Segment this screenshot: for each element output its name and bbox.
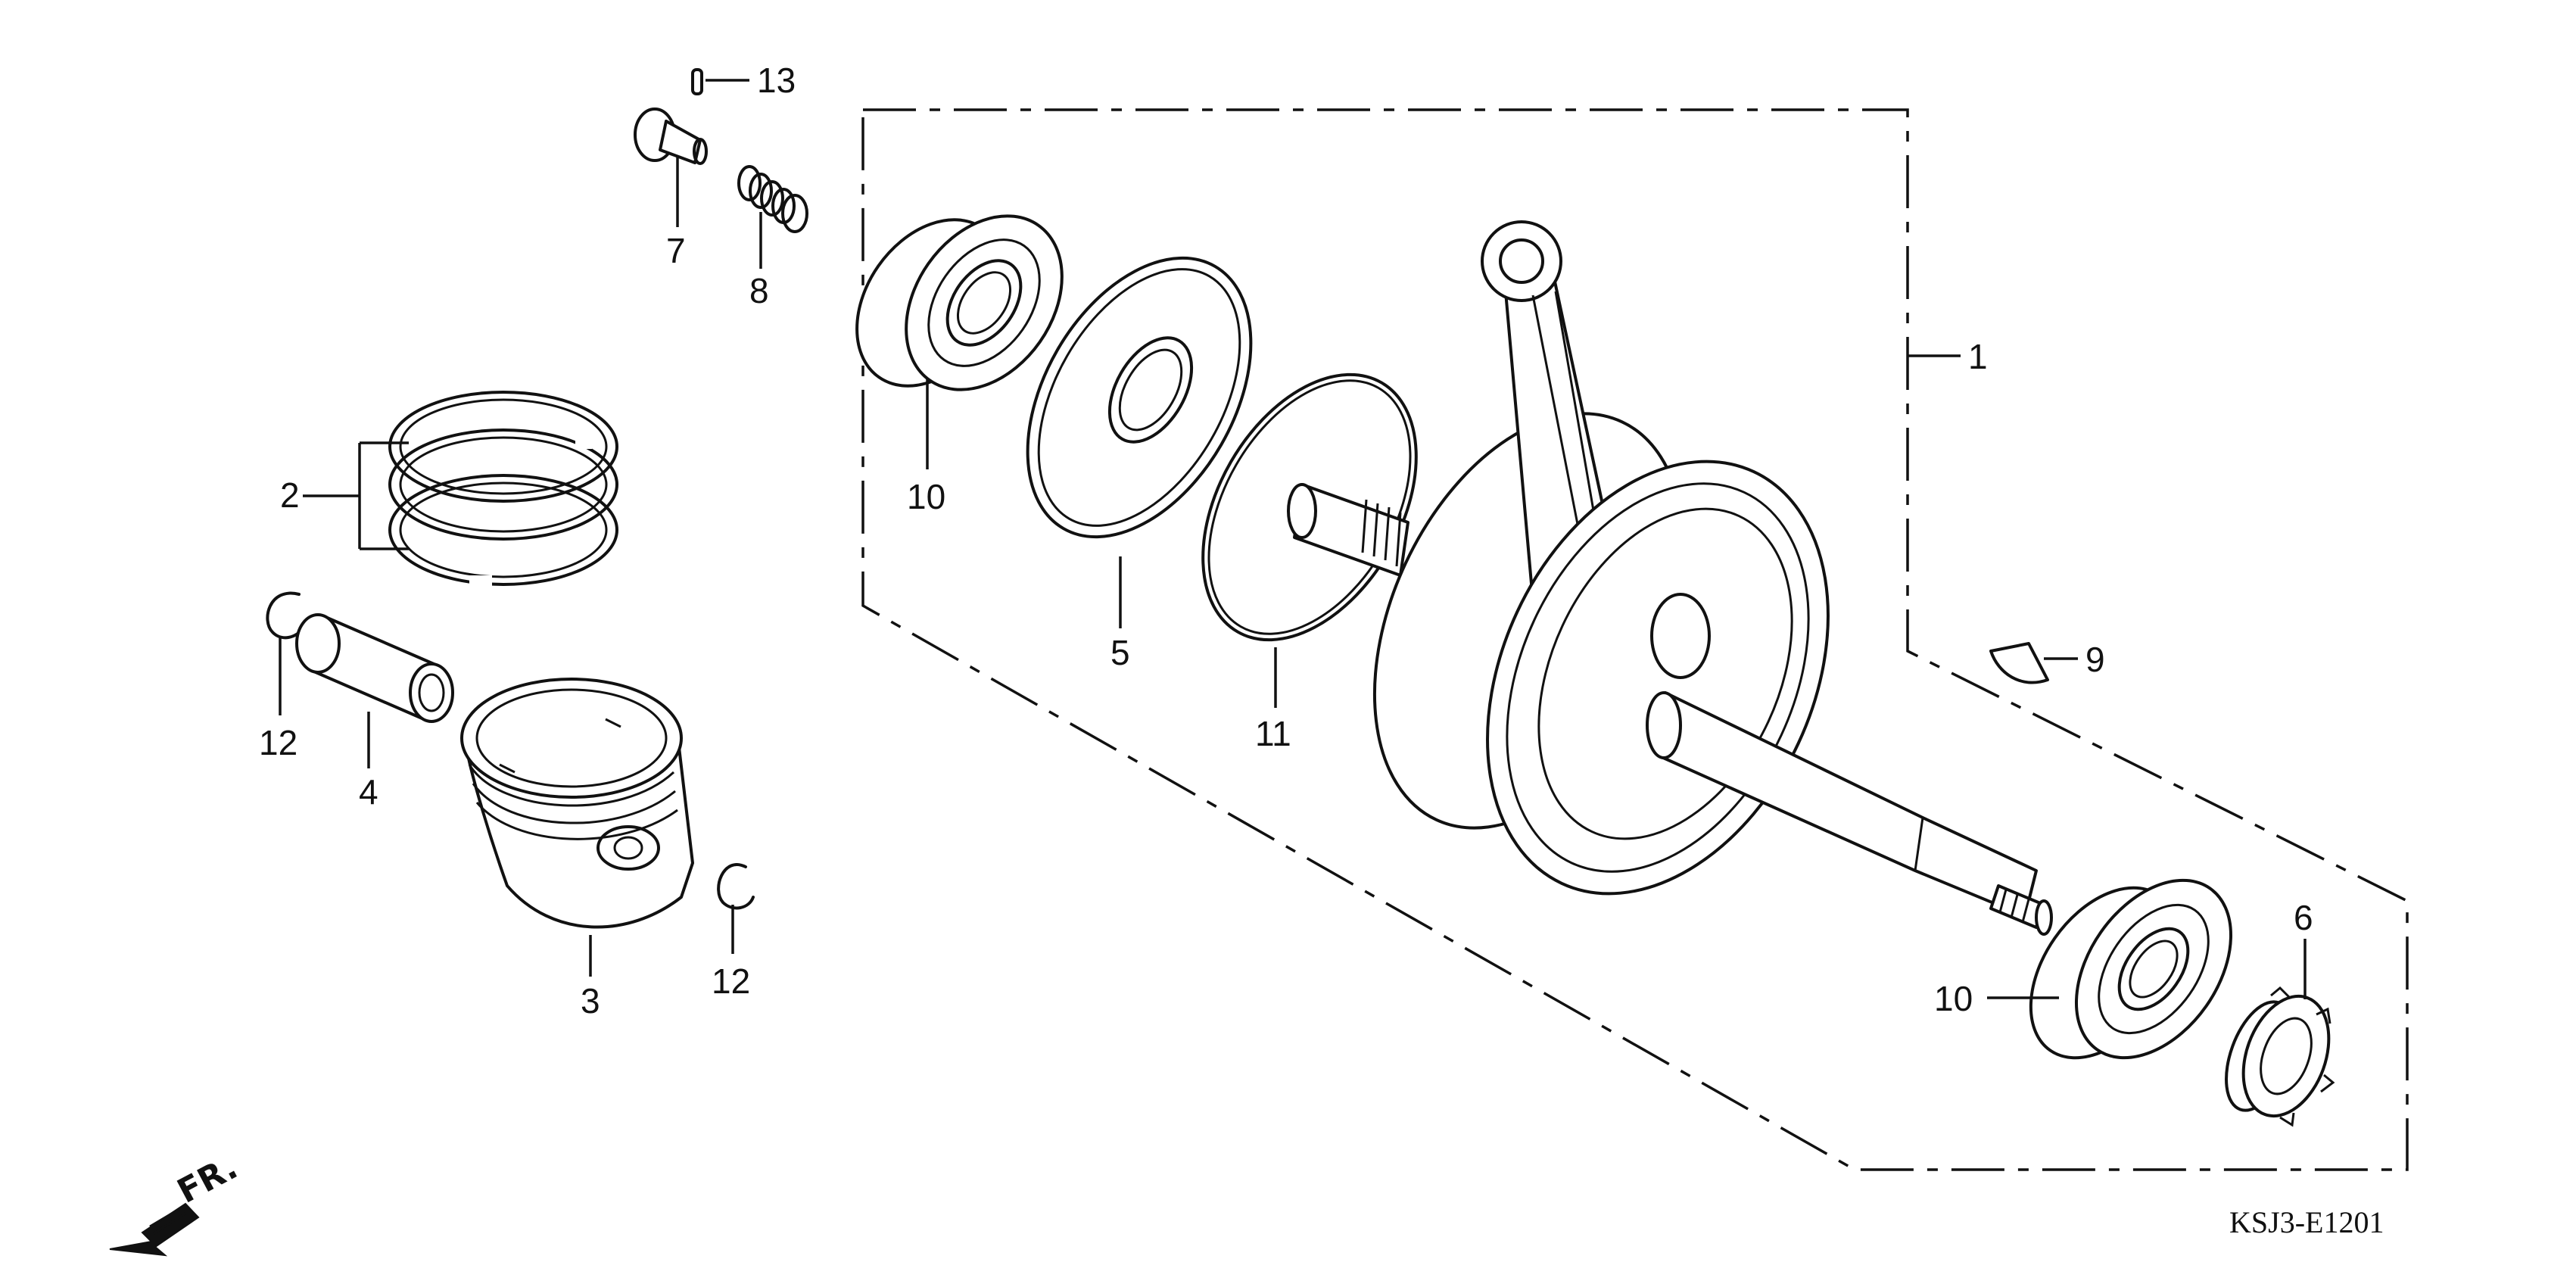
part-9-woodruff-key: [1989, 642, 2049, 684]
part-12-circlip-left: [266, 591, 304, 640]
crankshaft-assembly-boundary: [861, 108, 2409, 1171]
part-5-oil-seal: [1026, 256, 1253, 539]
part-7-bolt: [634, 108, 708, 165]
part-2-piston-rings: [388, 391, 618, 591]
callout-5: 5: [1110, 633, 1130, 672]
callout-3: 3: [581, 981, 600, 1021]
part-4-piston-pin: [295, 613, 454, 723]
callout-8: 8: [749, 271, 769, 310]
callout-13: 13: [757, 61, 796, 100]
part-1-crankshaft: [1287, 220, 2053, 936]
front-direction-label: FR.: [171, 1148, 244, 1211]
callout-2: 2: [280, 475, 300, 515]
callout-12-right: 12: [712, 961, 750, 1001]
part-12-circlip-right: [717, 863, 755, 910]
callout-1: 1: [1968, 337, 1988, 376]
callout-9: 9: [2085, 640, 2105, 679]
callout-11: 11: [1255, 714, 1291, 753]
part-10-bearing-right: [2029, 878, 2233, 1060]
part-13-pin: [691, 68, 703, 95]
leader-2: [303, 441, 409, 550]
front-direction-arrow-icon: [109, 1202, 200, 1257]
drawing-code: KSJ3-E1201: [2229, 1205, 2384, 1239]
callout-10-left: 10: [907, 477, 945, 516]
callout-6: 6: [2294, 898, 2313, 937]
part-6-sprocket: [2225, 986, 2335, 1127]
part-8-spring: [737, 165, 808, 233]
callout-12-left: 12: [259, 723, 297, 762]
callout-10-right: 10: [1934, 979, 1973, 1018]
callout-7: 7: [666, 231, 686, 270]
part-3-piston: [460, 678, 694, 929]
callout-4: 4: [359, 772, 378, 812]
part-10-bearing-left: [855, 214, 1064, 391]
